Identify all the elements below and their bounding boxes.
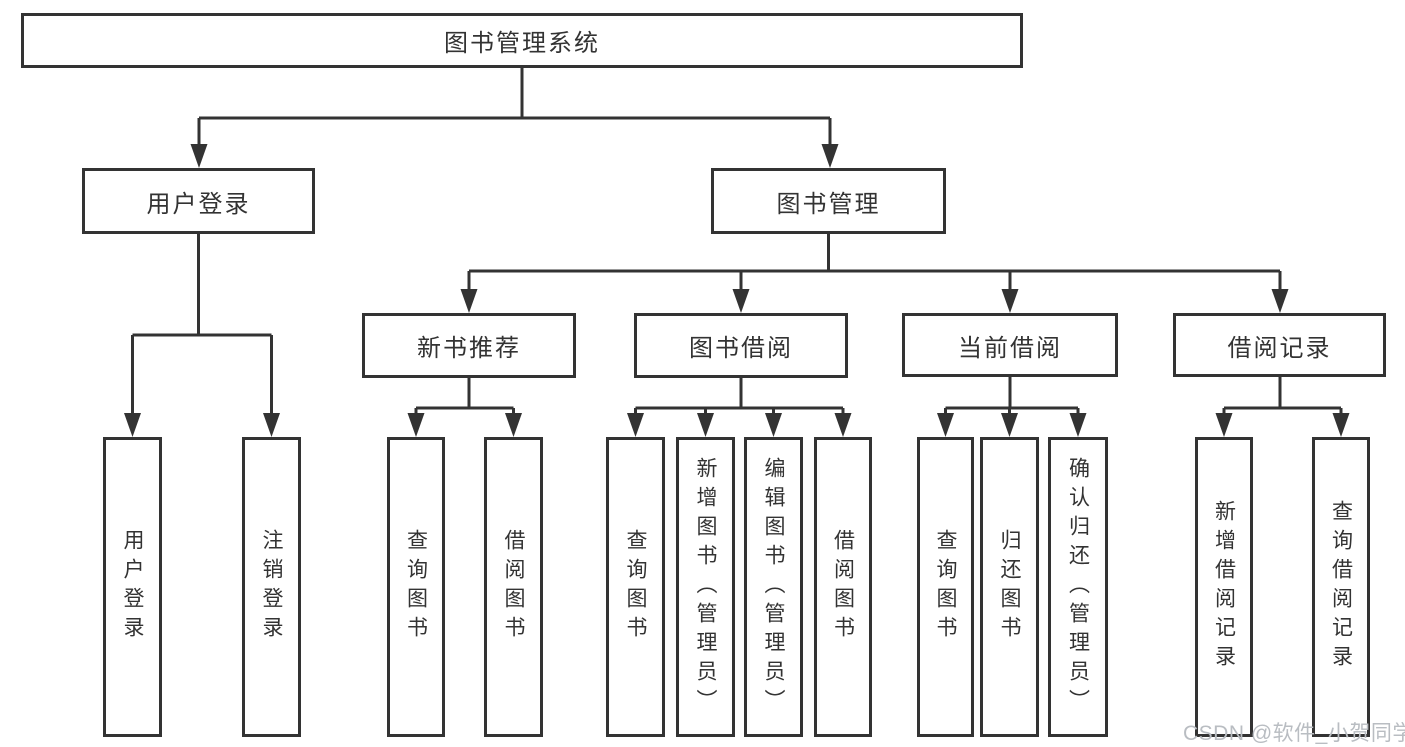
- node-leaf-confirm-return-admin-label: 确认归还（管理员）: [1066, 456, 1090, 718]
- node-leaf-edit-book-admin-label: 编辑图书（管理员）: [762, 456, 785, 718]
- node-leaf-add-book-admin: 新增图书（管理员）: [676, 437, 735, 737]
- node-leaf-query-books-1-label: 查询图书: [404, 529, 428, 645]
- arrow-icon: [937, 413, 954, 437]
- arrow-icon: [460, 289, 478, 313]
- arrow-icon: [765, 413, 782, 437]
- node-leaf-borrow-books-2: 借阅图书: [814, 437, 872, 737]
- arrow-icon: [190, 144, 208, 168]
- node-leaf-add-borrow-record-label: 新增借阅记录: [1212, 500, 1236, 674]
- node-current-borrow: 当前借阅: [902, 313, 1118, 377]
- arrow-icon: [821, 144, 839, 168]
- node-leaf-query-books-1: 查询图书: [387, 437, 445, 737]
- node-new-book-recommend-label: 新书推荐: [417, 335, 521, 362]
- node-leaf-add-book-admin-label: 新增图书（管理员）: [694, 456, 717, 718]
- node-leaf-confirm-return-admin: 确认归还（管理员）: [1048, 437, 1108, 737]
- arrow-icon: [1001, 289, 1019, 313]
- arrow-icon: [627, 413, 644, 437]
- node-leaf-borrow-books-1: 借阅图书: [484, 437, 543, 737]
- arrow-icon: [732, 289, 750, 313]
- node-leaf-return-book: 归还图书: [980, 437, 1039, 737]
- arrow-icon: [1069, 413, 1087, 437]
- node-leaf-query-books-3: 查询图书: [917, 437, 974, 737]
- node-book-borrow: 图书借阅: [634, 313, 848, 378]
- arrow-icon: [834, 413, 852, 437]
- node-leaf-add-borrow-record: 新增借阅记录: [1195, 437, 1253, 737]
- node-book-management: 图书管理: [711, 168, 946, 234]
- node-leaf-user-login-label: 用户登录: [121, 529, 144, 645]
- node-root-label: 图书管理系统: [444, 30, 600, 57]
- node-leaf-query-books-2-label: 查询图书: [624, 529, 647, 645]
- watermark: CSDN @软件_小贺同学: [1183, 722, 1405, 745]
- node-leaf-user-login: 用户登录: [103, 437, 162, 737]
- arrow-icon: [1215, 413, 1233, 437]
- node-leaf-logout: 注销登录: [242, 437, 301, 737]
- node-leaf-return-book-label: 归还图书: [998, 529, 1021, 645]
- arrow-icon: [1271, 289, 1289, 313]
- node-root: 图书管理系统: [21, 13, 1023, 68]
- node-borrow-records-label: 借阅记录: [1227, 334, 1332, 362]
- arrow-icon: [407, 413, 425, 437]
- arrow-icon: [697, 413, 714, 437]
- node-user-login: 用户登录: [82, 168, 315, 234]
- node-current-borrow-label: 当前借阅: [958, 334, 1062, 362]
- node-leaf-query-borrow-record: 查询借阅记录: [1312, 437, 1370, 737]
- node-leaf-borrow-books-2-label: 借阅图书: [831, 529, 855, 645]
- node-user-login-label: 用户登录: [146, 190, 251, 218]
- arrow-icon: [1001, 413, 1018, 437]
- node-leaf-query-books-2: 查询图书: [606, 437, 665, 737]
- node-book-management-label: 图书管理: [776, 190, 881, 218]
- node-book-borrow-label: 图书借阅: [689, 335, 793, 362]
- node-new-book-recommend: 新书推荐: [362, 313, 576, 378]
- node-borrow-records: 借阅记录: [1173, 313, 1386, 377]
- node-leaf-logout-label: 注销登录: [260, 529, 283, 645]
- arrow-icon: [1332, 413, 1350, 437]
- node-leaf-query-borrow-record-label: 查询借阅记录: [1329, 500, 1353, 674]
- node-leaf-borrow-books-1-label: 借阅图书: [502, 529, 525, 645]
- node-leaf-edit-book-admin: 编辑图书（管理员）: [744, 437, 803, 737]
- arrow-icon: [263, 413, 280, 437]
- node-leaf-query-books-3-label: 查询图书: [934, 529, 957, 645]
- arrow-icon: [505, 413, 522, 437]
- arrow-icon: [124, 413, 141, 437]
- arrowheads: [124, 144, 1350, 437]
